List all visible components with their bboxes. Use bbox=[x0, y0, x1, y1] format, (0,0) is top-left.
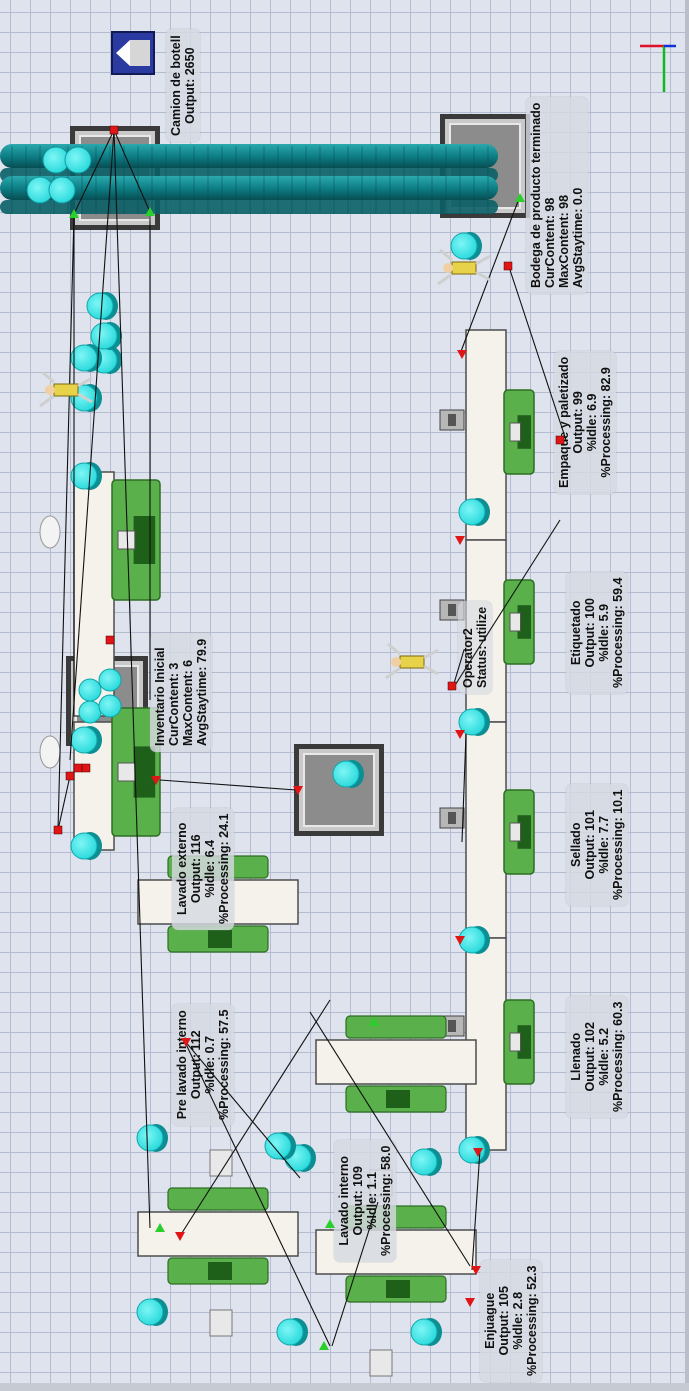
lavado-externo-idle: %Idle: 6.4 bbox=[203, 814, 217, 924]
pre-lavado-label[interactable]: Pre lavado interno Output: 112 %Idle: 0.… bbox=[172, 1004, 234, 1126]
sellado-label[interactable]: Sellado Output: 101 %Idle: 7.7 %Processi… bbox=[566, 784, 628, 906]
lavado-externo-label[interactable]: Lavado externo Output: 116 %Idle: 6.4 %P… bbox=[172, 808, 234, 930]
empaque-conveyor[interactable] bbox=[466, 330, 506, 540]
inventario-maxcontent: MaxContent: 6 bbox=[181, 639, 195, 746]
etiquetado-output: Output: 100 bbox=[583, 578, 597, 688]
llenado-label[interactable]: Llenado Output: 102 %Idle: 5.2 %Processi… bbox=[566, 996, 628, 1118]
lavado-externo-processing: %Processing: 24.1 bbox=[217, 814, 231, 924]
empaque-name: Empaque y paletizado bbox=[557, 357, 571, 488]
lavado-interno-output: Output: 109 bbox=[351, 1146, 365, 1256]
view-bottom-border bbox=[0, 1383, 689, 1391]
sellado-processing: %Processing: 10.1 bbox=[611, 790, 625, 900]
pre-lavado-output: Output: 112 bbox=[189, 1010, 203, 1120]
bodega-curcontent: CurContent: 98 bbox=[543, 103, 557, 288]
machine-cap bbox=[210, 1150, 232, 1176]
lavado-externo-name: Lavado externo bbox=[175, 814, 189, 924]
inventario-name: Inventario Inicial bbox=[153, 639, 167, 746]
view-border bbox=[685, 0, 689, 1391]
etiquetado-idle: %Idle: 5.9 bbox=[597, 578, 611, 688]
inventario-curcontent: CurContent: 3 bbox=[167, 639, 181, 746]
nozzle-icon bbox=[40, 516, 60, 548]
truck-icon[interactable] bbox=[112, 32, 154, 74]
etiquetado-name: Etiquetado bbox=[569, 578, 583, 688]
lavado-interno-name: Lavado interno bbox=[337, 1146, 351, 1256]
machine-cap bbox=[370, 1350, 392, 1376]
lavado-interno-label[interactable]: Lavado interno Output: 109 %Idle: 1.1 %P… bbox=[334, 1140, 396, 1262]
bodega-name: Bodega de producto terminado bbox=[529, 103, 543, 288]
machine-cap bbox=[210, 1310, 232, 1336]
empaque-idle: %Idle: 6.9 bbox=[585, 357, 599, 488]
pre-lavado-conveyor[interactable] bbox=[74, 722, 114, 850]
intermediate-queue-box[interactable] bbox=[294, 744, 384, 836]
empaque-output: Output: 99 bbox=[571, 357, 585, 488]
camion-output: Output: 2650 bbox=[183, 35, 197, 136]
llenado-processing: %Processing: 60.3 bbox=[611, 1002, 625, 1112]
etiquetado-machine[interactable] bbox=[504, 580, 534, 664]
lavado-externo-machine[interactable] bbox=[112, 480, 160, 600]
machine-mount bbox=[440, 410, 464, 430]
llenado-machine[interactable] bbox=[504, 1000, 534, 1084]
enjuague-processing: %Processing: 52.3 bbox=[525, 1266, 539, 1376]
enjuague-label[interactable]: Enjuague Output: 105 %Idle: 2.8 %Process… bbox=[480, 1260, 542, 1382]
operator2-name: Operator2 bbox=[461, 607, 475, 688]
empaque-machine[interactable] bbox=[504, 390, 534, 474]
enjuague-output: Output: 105 bbox=[497, 1266, 511, 1376]
inventario-label[interactable]: Inventario Inicial CurContent: 3 MaxCont… bbox=[150, 633, 212, 752]
bottle bbox=[49, 177, 75, 203]
pre-lavado-idle: %Idle: 0.7 bbox=[203, 1010, 217, 1120]
empaque-processing: %Processing: 82.9 bbox=[599, 357, 613, 488]
sellado-conveyor[interactable] bbox=[466, 722, 506, 938]
empaque-label[interactable]: Empaque y paletizado Output: 99 %Idle: 6… bbox=[554, 351, 616, 494]
lavado-interno-machine-a[interactable] bbox=[138, 1188, 298, 1284]
inventario-avgstaytime: AvgStaytime: 79.9 bbox=[195, 639, 209, 746]
operator2-label[interactable]: Operator2 Status: utilize bbox=[458, 601, 492, 694]
sellado-output: Output: 101 bbox=[583, 790, 597, 900]
lavado-interno-processing: %Processing: 58.0 bbox=[379, 1146, 393, 1256]
nozzle-icon bbox=[40, 736, 60, 768]
bottle-conveyor[interactable] bbox=[0, 144, 498, 214]
machine-mount bbox=[440, 808, 464, 828]
lavado-externo-conveyor[interactable] bbox=[74, 472, 114, 716]
bottle bbox=[65, 147, 91, 173]
lavado-interno-idle: %Idle: 1.1 bbox=[365, 1146, 379, 1256]
sellado-machine[interactable] bbox=[504, 790, 534, 874]
bodega-label[interactable]: Bodega de producto terminado CurContent:… bbox=[526, 97, 588, 294]
pre-lavado-processing: %Processing: 57.5 bbox=[217, 1010, 231, 1120]
enjuague-idle: %Idle: 2.8 bbox=[511, 1266, 525, 1376]
camion-label[interactable]: Camion de botell Output: 2650 bbox=[166, 29, 200, 142]
bodega-avgstaytime: AvgStaytime: 0.0 bbox=[571, 103, 585, 288]
sellado-name: Sellado bbox=[569, 790, 583, 900]
llenado-idle: %Idle: 5.2 bbox=[597, 1002, 611, 1112]
llenado-output: Output: 102 bbox=[583, 1002, 597, 1112]
bodega-maxcontent: MaxContent: 98 bbox=[557, 103, 571, 288]
llenado-name: Llenado bbox=[569, 1002, 583, 1112]
enjuague-name: Enjuague bbox=[483, 1266, 497, 1376]
sellado-idle: %Idle: 7.7 bbox=[597, 790, 611, 900]
etiquetado-label[interactable]: Etiquetado Output: 100 %Idle: 5.9 %Proce… bbox=[566, 572, 628, 694]
etiquetado-processing: %Processing: 59.4 bbox=[611, 578, 625, 688]
pre-lavado-name: Pre lavado interno bbox=[175, 1010, 189, 1120]
camion-name: Camion de botell bbox=[169, 35, 183, 136]
lavado-externo-output: Output: 116 bbox=[189, 814, 203, 924]
operator2-status: Status: utilize bbox=[475, 607, 489, 688]
